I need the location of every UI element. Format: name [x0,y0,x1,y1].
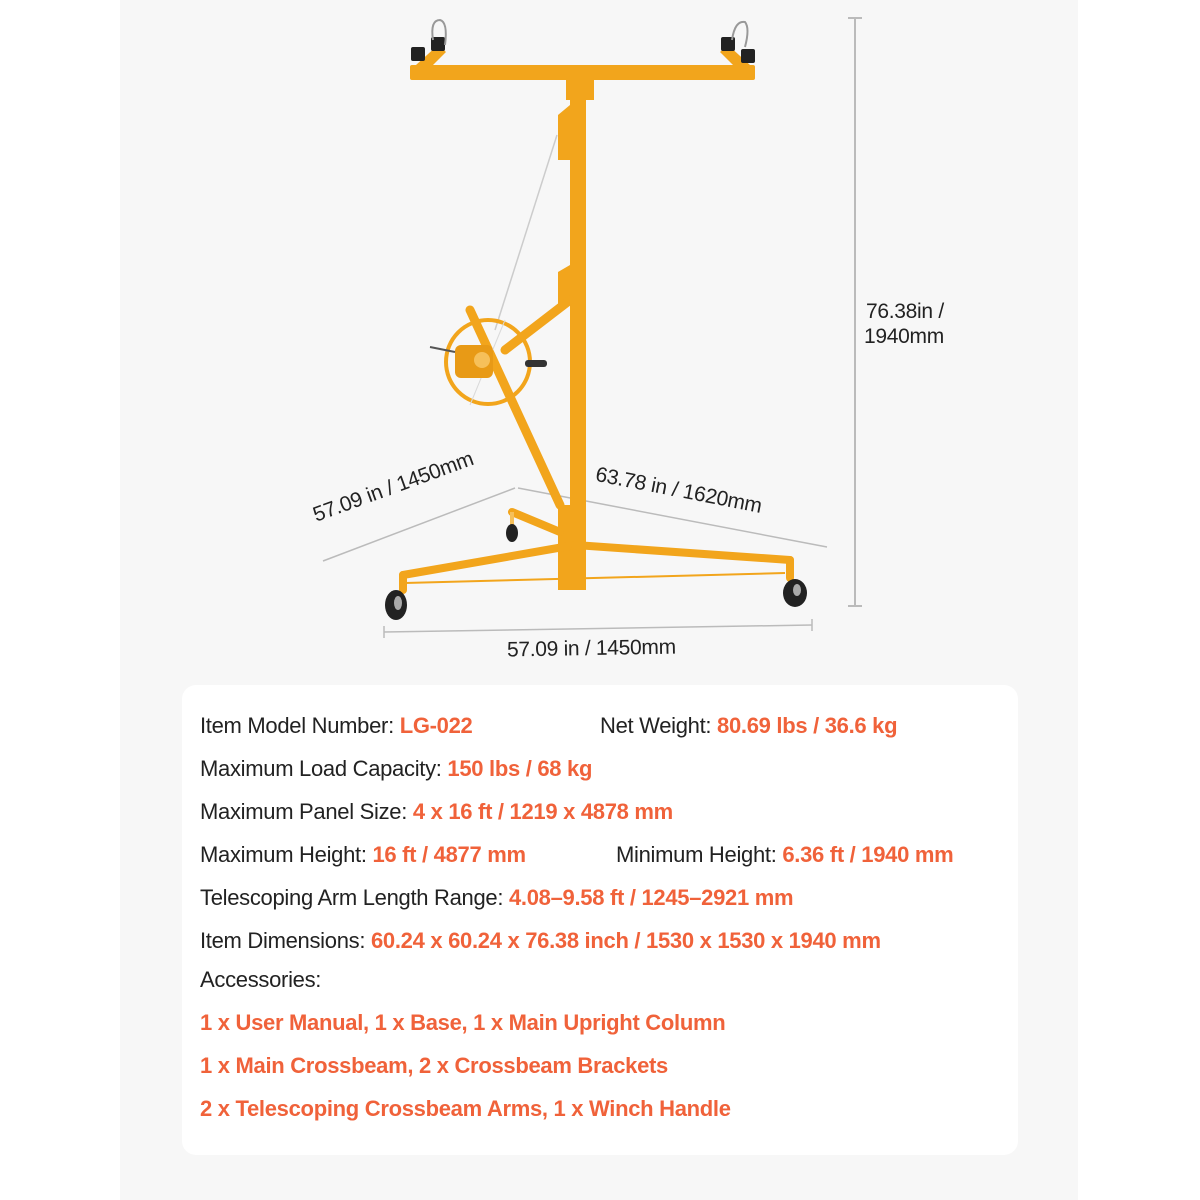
accessory-line: 1 x User Manual, 1 x Base, 1 x Main Upri… [200,1010,726,1035]
max-height-label: Maximum Height: [200,842,373,867]
base-width-label: 57.09 in / 1450mm [506,635,677,662]
model-value: LG-022 [399,713,473,738]
spec-weight-row: Net Weight: 80.69 lbs / 36.6 kg [600,713,898,739]
accessories-heading: Accessories: [200,967,322,992]
weight-label: Net Weight: [600,713,718,738]
crossbeam [410,45,755,100]
base-legs [399,508,794,594]
diagonal-dimension-lines [322,487,828,562]
width-dimension-line [383,619,813,638]
weight-value: 80.69 lbs / 36.6 kg [717,713,898,738]
spec-load-row: Maximum Load Capacity: 150 lbs / 68 kg [200,756,592,782]
upright-column [558,100,586,590]
dimensions-label: Item Dimensions: [200,928,371,953]
max-height-value: 16 ft / 4877 mm [372,842,526,867]
spec-panel-row: Maximum Panel Size: 4 x 16 ft / 1219 x 4… [200,799,673,825]
spec-model-row: Item Model Number: LG-022 [200,713,473,739]
panel-label: Maximum Panel Size: [200,799,413,824]
dimensions-value: 60.24 x 60.24 x 76.38 inch / 1530 x 1530… [370,928,881,953]
spec-dimensions-row: Item Dimensions: 60.24 x 60.24 x 76.38 i… [200,928,881,954]
min-height-value: 6.36 ft / 1940 mm [782,842,954,867]
drywall-lift-illustration [322,17,862,638]
spec-min-height-row: Minimum Height: 6.36 ft / 1940 mm [616,842,954,868]
arm-label: Telescoping Arm Length Range: [200,885,509,910]
load-label: Maximum Load Capacity: [200,756,448,781]
panel-value: 4 x 16 ft / 1219 x 4878 mm [412,799,673,824]
load-value: 150 lbs / 68 kg [447,756,593,781]
accessory-line: 2 x Telescoping Crossbeam Arms, 1 x Winc… [200,1096,731,1121]
caster-wheels [385,524,807,620]
height-label: 76.38in / [866,300,944,323]
height-mm-label: 1940mm [864,325,944,348]
arm-value: 4.08–9.58 ft / 1245–2921 mm [508,885,794,910]
spec-max-height-row: Maximum Height: 16 ft / 4877 mm [200,842,526,868]
winch-arm [465,295,575,510]
min-height-label: Minimum Height: [616,842,783,867]
model-label: Item Model Number: [200,713,400,738]
crossbeam-pads [411,37,755,63]
accessory-line: 1 x Main Crossbeam, 2 x Crossbeam Bracke… [200,1053,668,1078]
spec-arm-row: Telescoping Arm Length Range: 4.08–9.58 … [200,885,794,911]
spec-card: Item Model Number: LG-022 Net Weight: 80… [182,685,1018,1155]
height-dimension-line [848,17,862,607]
